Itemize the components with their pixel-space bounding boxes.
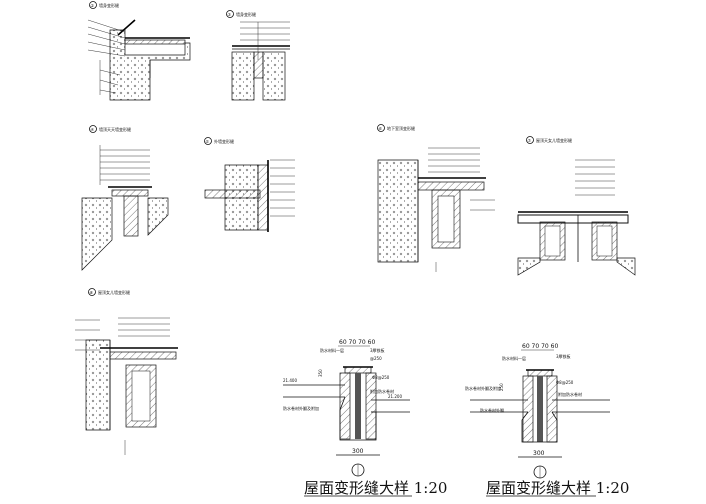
s1-label-6: 防水卷材外翻及附加 — [283, 405, 319, 411]
s1-title: 屋面变形缝大样 1:20 — [304, 479, 447, 497]
detail-5: ⑤ 外墙变形缝 — [204, 137, 295, 232]
detail-2-title: 墙身变形缝 — [99, 2, 119, 8]
detail-8-number: ⑧ — [90, 290, 94, 295]
detail-6-number: ⑥ — [379, 126, 383, 131]
s1-label-1: 防水材料一层 — [320, 347, 344, 353]
detail-6: ⑥ 地下室顶变形缝 — [377, 124, 495, 272]
s2-top-dims: 60 70 70 60 — [522, 343, 558, 350]
roof-joint-section-2: 60 70 70 60 防水材料一层 3厚铁板 Φ8@250 附加防水卷材 防水… — [465, 343, 629, 497]
s2-label-6: 防水卷材外翻 — [480, 407, 504, 413]
detail-4-title: 墙顶天天墙变形缝 — [99, 126, 131, 132]
s2-title: 屋面变形缝大样 1:20 — [486, 479, 629, 497]
roof-joint-section-1: 60 70 70 60 防水材料一层 3厚铁板 @250 Φ8@250 附加防水… — [283, 339, 447, 497]
detail-3-number: ③ — [228, 12, 232, 17]
detail-2-number: ② — [91, 3, 95, 8]
s2-label-4: 附加防水卷材 — [558, 391, 582, 397]
detail-6-title: 地下室顶变形缝 — [387, 125, 415, 131]
s2-label-1: 防水材料一层 — [502, 355, 526, 361]
s1-label-3: @250 — [370, 356, 382, 361]
detail-2: ② 墙身变形缝 — [87, 1, 191, 101]
s1-right-elev: 21.200 — [388, 394, 402, 399]
detail-3: ③ 墙身变形缝 — [226, 10, 290, 101]
detail-7-number: ⑦ — [528, 138, 532, 143]
s2-label-3: Φ8@250 — [556, 380, 574, 385]
s1-top-dims: 60 70 70 60 — [339, 339, 375, 346]
detail-3-title: 墙身变形缝 — [236, 11, 256, 17]
detail-4-number: ④ — [91, 127, 95, 132]
s1-label-5: 附加防水卷材 — [370, 388, 394, 394]
s1-label-2: 3厚铁板 — [370, 347, 385, 353]
s2-bottom-dim: 300 — [533, 450, 545, 457]
detail-8-title: 屋顶女儿墙变形缝 — [98, 289, 130, 295]
detail-5-title: 外墙变形缝 — [214, 138, 234, 144]
s1-label-4: Φ8@250 — [372, 375, 390, 380]
s1-bottom-dim: 300 — [352, 448, 364, 455]
detail-5-number: ⑤ — [206, 139, 210, 144]
detail-7: ⑦ 屋顶天女儿墙变形缝 — [517, 136, 636, 276]
detail-4: ④ 墙顶天天墙变形缝 — [81, 125, 169, 271]
s1-v-dim: 350 — [318, 369, 323, 377]
s2-v-dim: 250 — [499, 383, 504, 391]
detail-8: ⑧ 屋顶女儿墙变形缝 — [75, 288, 178, 455]
detail-7-title: 屋顶天女儿墙变形缝 — [536, 137, 572, 143]
s2-label-2: 3厚铁板 — [556, 353, 571, 359]
s2-label-5: 防水卷材外翻及附加 — [465, 385, 501, 391]
s1-left-elev: 21.400 — [283, 378, 297, 383]
